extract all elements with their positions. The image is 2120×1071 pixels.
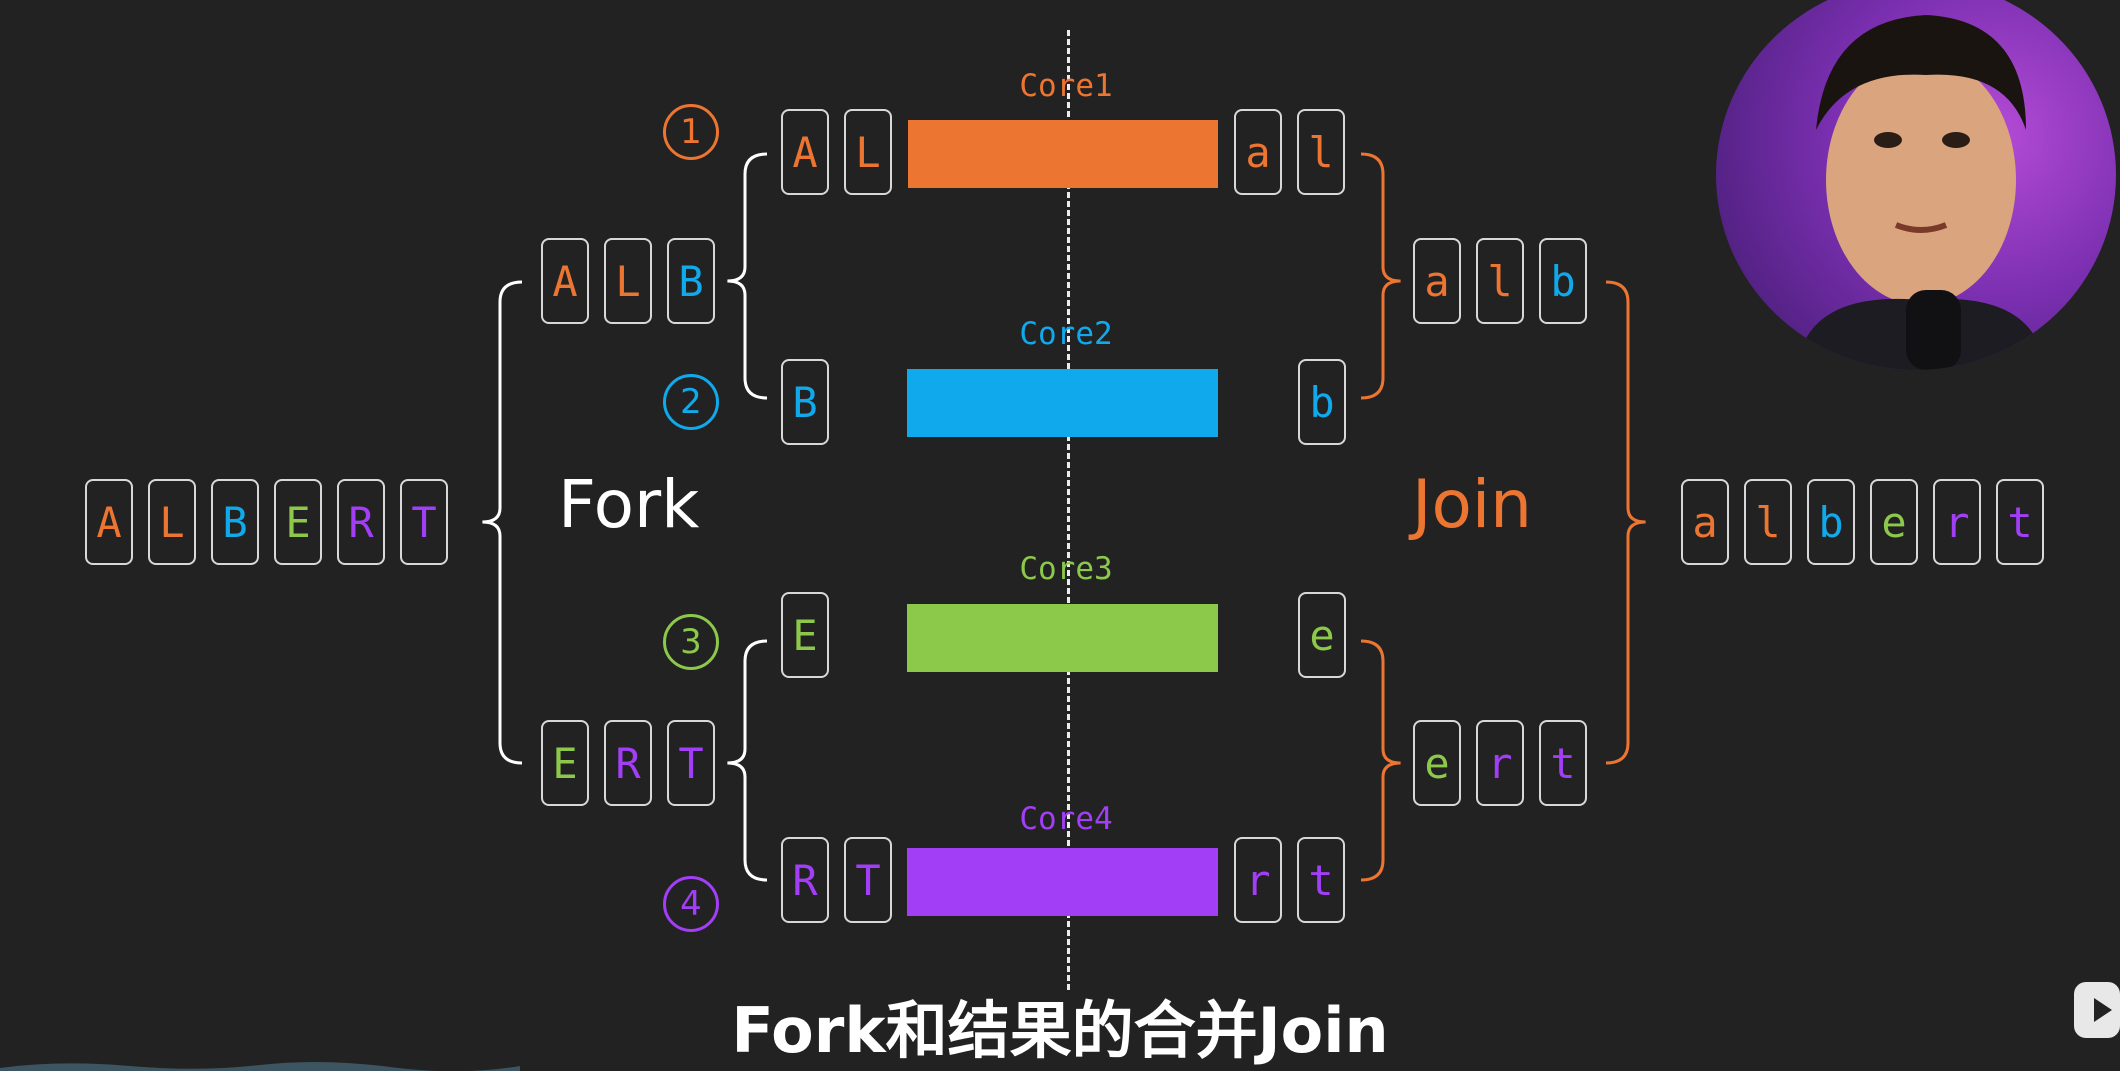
join-group-box-a-0: a <box>1413 238 1461 324</box>
fork-bracket-top <box>727 152 768 400</box>
join-bracket-main <box>1605 280 1646 765</box>
core4-output-box-r-0: r <box>1234 837 1282 923</box>
join-group-box-r-1: r <box>1476 720 1524 806</box>
output-letter-box-b-2: b <box>1807 479 1855 565</box>
input-letter-box-l-1: L <box>148 479 196 565</box>
join-group-box-e-0: e <box>1413 720 1461 806</box>
subtitle-caption: Fork和结果的合并Join <box>731 994 1389 1067</box>
fork-bracket-bottom <box>727 639 768 882</box>
core2-bar <box>907 369 1218 437</box>
join-group-box-b-2: b <box>1539 238 1587 324</box>
fork-group-box-l-1: L <box>604 238 652 324</box>
core1-label: Core1 <box>1019 68 1113 104</box>
core1-bar <box>908 120 1218 188</box>
input-letter-box-t-5: T <box>400 479 448 565</box>
join-group-box-t-2: t <box>1539 720 1587 806</box>
core4-label: Core4 <box>1019 801 1113 837</box>
core1-number-badge: 1 <box>663 104 719 160</box>
join-bracket-top <box>1360 152 1401 400</box>
core2-output-box-b-0: b <box>1298 359 1346 445</box>
output-letter-box-a-0: a <box>1681 479 1729 565</box>
video-player-icon <box>2074 982 2120 1038</box>
time-divider-line <box>1067 30 1070 990</box>
core1-output-box-a-0: a <box>1234 109 1282 195</box>
join-label: Join <box>1412 466 1533 543</box>
core3-number-badge: 3 <box>663 614 719 670</box>
join-group-box-l-1: l <box>1476 238 1524 324</box>
presenter-webcam-image <box>1716 0 2116 370</box>
core2-input-box-b-0: B <box>781 359 829 445</box>
fork-label: Fork <box>558 466 700 543</box>
input-letter-box-b-2: B <box>211 479 259 565</box>
core1-input-box-a-0: A <box>781 109 829 195</box>
core4-input-box-t-1: T <box>844 837 892 923</box>
input-letter-box-r-4: R <box>337 479 385 565</box>
core3-label: Core3 <box>1019 551 1113 587</box>
input-letter-box-e-3: E <box>274 479 322 565</box>
join-bracket-bottom <box>1360 639 1401 882</box>
core1-output-box-l-1: l <box>1297 109 1345 195</box>
fork-group-box-t-2: T <box>667 720 715 806</box>
input-letter-box-a-0: A <box>85 479 133 565</box>
fork-bracket-main <box>482 280 523 765</box>
output-letter-box-r-4: r <box>1933 479 1981 565</box>
core3-output-box-e-0: e <box>1298 592 1346 678</box>
output-letter-box-l-1: l <box>1744 479 1792 565</box>
fork-group-box-a-0: A <box>541 238 589 324</box>
core4-output-box-t-1: t <box>1297 837 1345 923</box>
core4-input-box-r-0: R <box>781 837 829 923</box>
fork-group-box-b-2: B <box>667 238 715 324</box>
core2-label: Core2 <box>1019 316 1113 352</box>
core2-number-badge: 2 <box>663 374 719 430</box>
fork-group-box-r-1: R <box>604 720 652 806</box>
core1-input-box-l-1: L <box>844 109 892 195</box>
core3-input-box-e-0: E <box>781 592 829 678</box>
fork-group-box-e-0: E <box>541 720 589 806</box>
audio-waveform <box>0 1061 520 1071</box>
core4-number-badge: 4 <box>663 876 719 932</box>
output-letter-box-t-5: t <box>1996 479 2044 565</box>
core4-bar <box>907 848 1218 916</box>
output-letter-box-e-3: e <box>1870 479 1918 565</box>
core3-bar <box>907 604 1218 672</box>
